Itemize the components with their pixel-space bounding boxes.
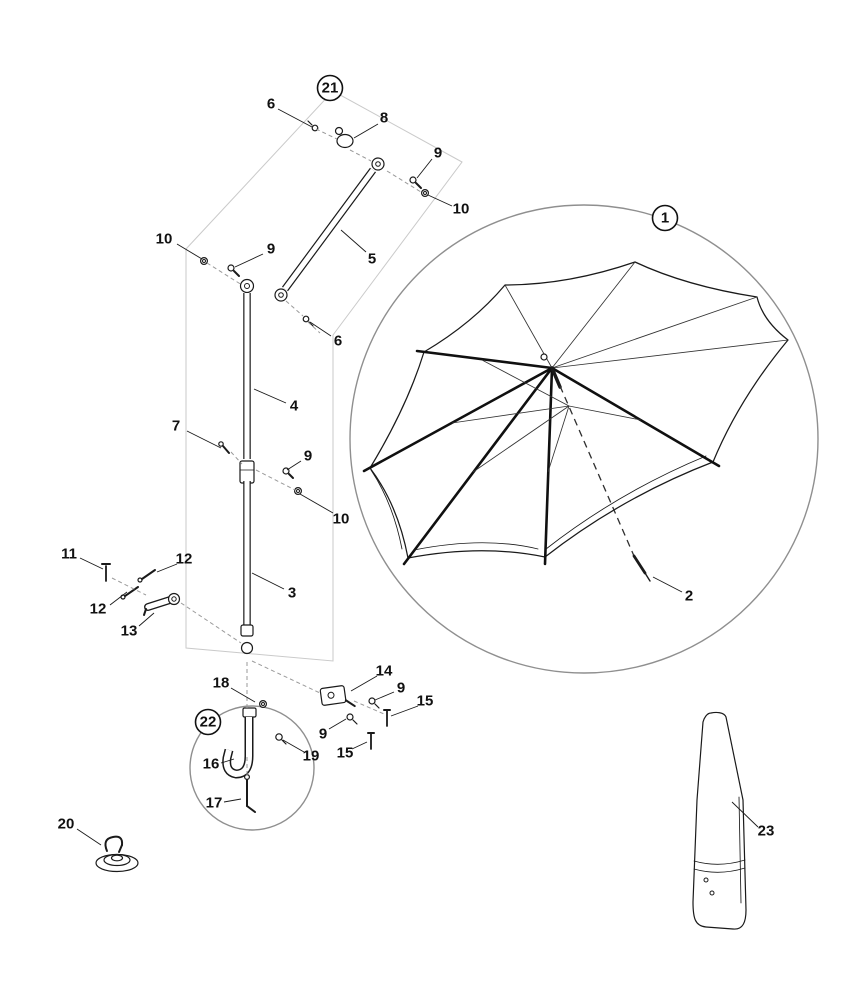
callout-9: 9 <box>267 241 275 258</box>
callout-18: 18 <box>213 675 230 692</box>
hook-detail-circle <box>189 705 315 831</box>
mid-clamp-assembly <box>101 563 181 616</box>
umbrella-canopy <box>369 261 789 559</box>
nut-part-18 <box>259 699 268 708</box>
alignment-dashes <box>111 128 422 777</box>
umbrella-pole-stub <box>550 366 562 389</box>
callout-10: 10 <box>453 201 470 218</box>
screw-6-upper <box>307 120 319 132</box>
umbrella-edge-scallops <box>370 455 707 551</box>
callout-19: 19 <box>303 748 320 765</box>
callout-23: 23 <box>758 823 775 840</box>
screw-12-upper <box>137 569 156 583</box>
callout-10: 10 <box>333 511 350 528</box>
lower-tube-part-3 <box>240 481 254 655</box>
carry-case-part-23 <box>692 711 747 930</box>
callout-6: 6 <box>267 96 275 113</box>
callout-21: 21 <box>322 80 339 97</box>
callout-17: 17 <box>206 795 223 812</box>
callout-4: 4 <box>290 398 299 415</box>
callout-14: 14 <box>376 663 393 680</box>
bolt-9-clamp-upper <box>368 697 380 709</box>
pin-15-lower <box>367 732 375 750</box>
callout-6: 6 <box>334 333 342 350</box>
callout-10: 10 <box>156 231 173 248</box>
callout-circle-21 <box>316 74 344 102</box>
pin-part-17 <box>244 773 256 813</box>
callout-1: 1 <box>661 210 669 227</box>
lower-clamp-assembly <box>319 685 391 750</box>
umbrella-ribs-thick <box>362 349 721 566</box>
ground-anchor-part-20 <box>95 835 139 873</box>
pin-part-7 <box>218 441 230 454</box>
hook-assembly <box>189 699 315 831</box>
callout-20: 20 <box>58 816 75 833</box>
callout-circle-22 <box>194 708 222 736</box>
screw-part-19 <box>275 733 287 745</box>
nut-10-mid <box>294 487 303 496</box>
screw-6-lower <box>302 315 314 327</box>
bracket-part-13 <box>143 592 181 616</box>
clamp-part-14 <box>319 685 356 708</box>
callout-circle-1 <box>651 204 679 232</box>
hook-top-block <box>242 707 257 718</box>
umbrella-detail-circle <box>349 204 819 674</box>
nut-10-left <box>200 257 209 266</box>
screw-12-lower <box>120 586 139 600</box>
pole-tip-part-2 <box>632 554 651 582</box>
callout-15: 15 <box>337 745 354 762</box>
bolt-9-left <box>227 264 240 277</box>
callout-22: 22 <box>200 714 217 731</box>
bolt-9-clamp-lower <box>346 713 358 725</box>
callout-9: 9 <box>319 726 327 743</box>
callout-16: 16 <box>203 756 220 773</box>
umbrella-stretchers <box>451 359 642 473</box>
upper-pole-assembly <box>200 120 430 655</box>
tilt-hub-part-8 <box>334 126 354 149</box>
callout-9: 9 <box>397 680 405 697</box>
umbrella-pole-dashed <box>559 385 635 557</box>
callout-13: 13 <box>121 623 138 640</box>
callout-7: 7 <box>172 418 180 435</box>
callout-5: 5 <box>368 251 376 268</box>
hook-part-16 <box>222 717 254 779</box>
callout-15: 15 <box>417 693 434 710</box>
screw-11 <box>101 563 111 582</box>
nut-10-upper-right <box>421 189 430 198</box>
callout-3: 3 <box>288 585 296 602</box>
joint-collar <box>239 460 255 484</box>
umbrella-hub <box>540 353 548 361</box>
callout-2: 2 <box>685 588 693 605</box>
callout-12: 12 <box>90 601 107 618</box>
upper-tube-part-5 <box>274 157 385 302</box>
pin-15-upper <box>383 709 391 727</box>
callout-9: 9 <box>304 448 312 465</box>
umbrella-assembly <box>349 204 819 674</box>
callout-11: 11 <box>61 546 77 563</box>
callout-12: 12 <box>176 551 193 568</box>
middle-tube-part-4 <box>239 278 255 459</box>
callout-9: 9 <box>434 145 442 162</box>
leader-lines <box>76 108 759 846</box>
callout-8: 8 <box>380 110 388 127</box>
bolt-9-upper-right <box>409 176 422 189</box>
